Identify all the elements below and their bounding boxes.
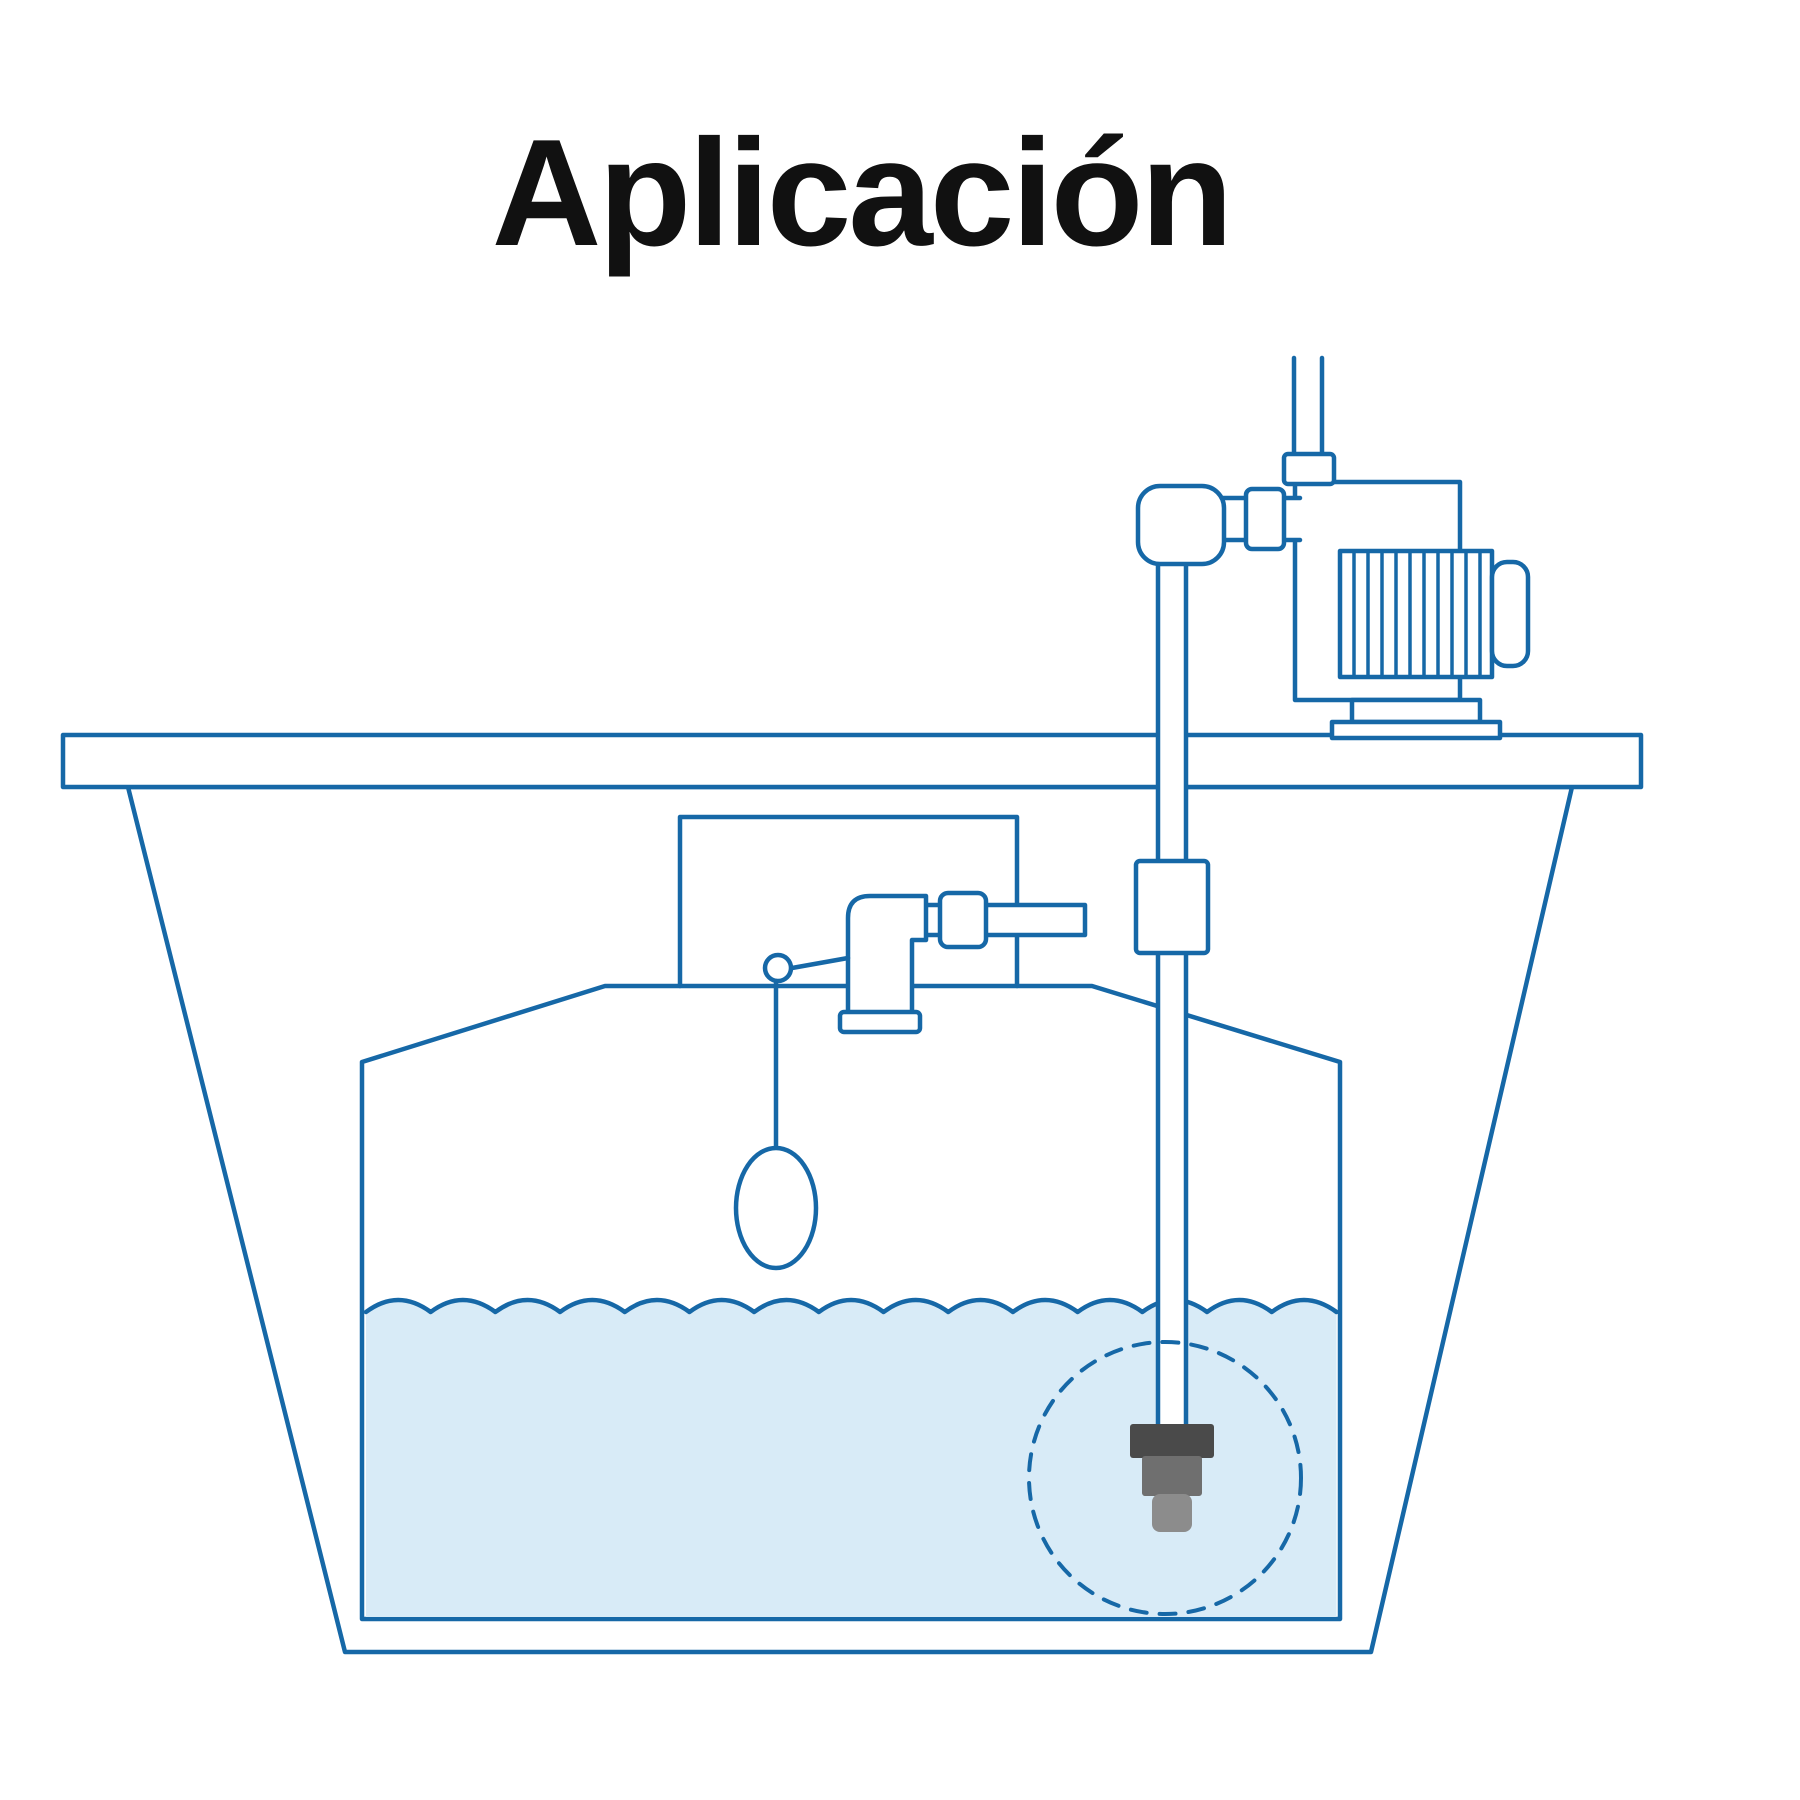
motor-fins	[1352, 549, 1482, 679]
pipe-elbow	[1135, 483, 1227, 567]
pump-pedestal	[1349, 697, 1483, 725]
water-fill	[366, 1300, 1337, 1617]
foot-valve-body	[1142, 1456, 1202, 1496]
foot-valve	[1130, 1424, 1214, 1532]
slab	[60, 732, 1644, 790]
page-title: Aplicación	[492, 108, 1231, 278]
pipe-coupling	[1133, 858, 1211, 956]
float-valve	[733, 890, 1088, 1271]
float-ball	[733, 1145, 819, 1271]
pump-motor	[1337, 548, 1495, 680]
tank-inner-wall	[359, 983, 1343, 1622]
suction-pipe	[1133, 553, 1211, 1427]
discharge-flange	[1281, 451, 1337, 487]
float-valve-elbow	[845, 893, 929, 1017]
pump-inlet-pipe	[1217, 486, 1303, 552]
motor-end-cap	[1489, 559, 1531, 669]
float-valve-outlet-flange	[837, 1009, 923, 1035]
foot-valve-cap	[1130, 1424, 1214, 1458]
pump	[1135, 355, 1531, 741]
diagram-linework	[60, 355, 1644, 1655]
float-valve-pivot	[762, 952, 794, 984]
pump-foot-plate	[1329, 719, 1503, 741]
foot-valve-tip	[1152, 1494, 1192, 1532]
float-valve-lever	[789, 955, 851, 971]
pump-inlet-collar	[1243, 486, 1287, 552]
float-valve-coupling	[937, 890, 989, 950]
foot-valve-highlight-circle	[1027, 1340, 1303, 1616]
discharge-pipe	[1281, 355, 1337, 487]
float-valve-inlet-pipe	[919, 890, 1088, 950]
